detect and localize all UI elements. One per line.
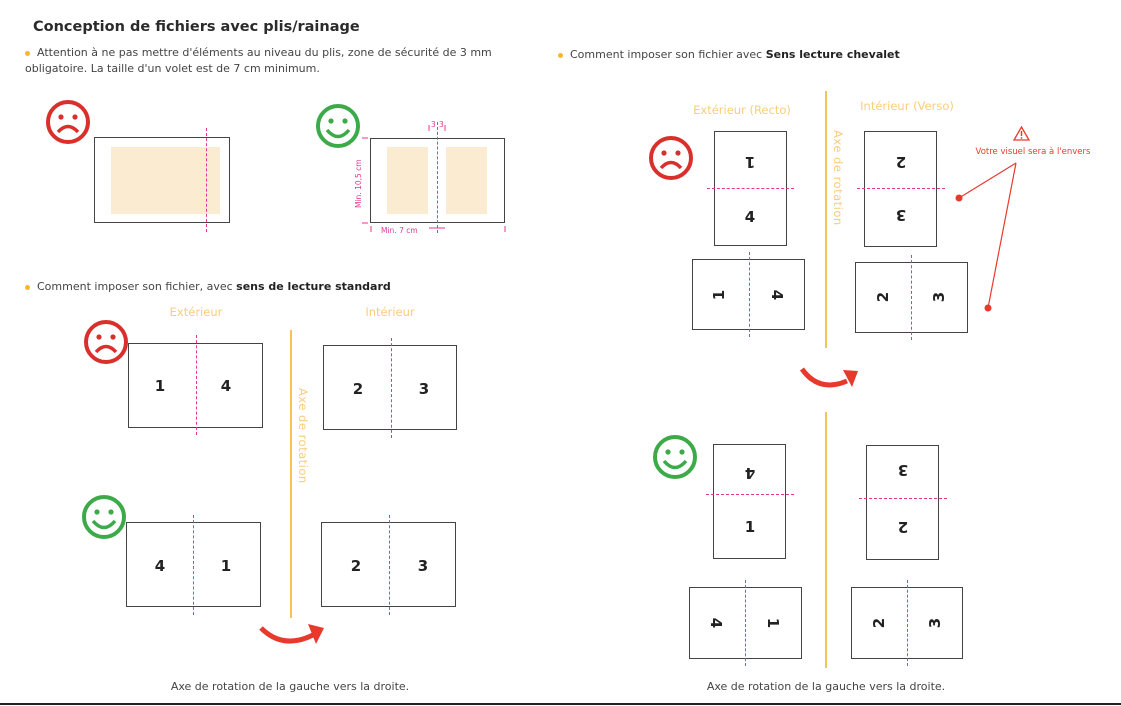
good-interior-card <box>321 522 456 607</box>
fold-line <box>193 515 194 615</box>
bad-recto-wide-card <box>692 259 805 330</box>
page-number: 3 <box>895 206 907 224</box>
bullet-icon <box>25 50 30 56</box>
sad-face-icon <box>46 100 90 144</box>
heading-bold: sens de lecture standard <box>236 280 391 293</box>
fold-line <box>389 515 390 615</box>
fold-line <box>391 338 392 438</box>
page-number: 2 <box>895 153 907 171</box>
page-number: 3 <box>897 461 909 479</box>
standard-caption: Axe de rotation de la gauche vers la dro… <box>170 680 410 693</box>
rotation-axis-label: Axe de rotation <box>296 388 310 484</box>
intro-line-2: obligatoire. La taille d'un volet est de… <box>25 62 320 75</box>
intro-line-1: Attention à ne pas mettre d'éléments au … <box>37 46 492 59</box>
fold-line <box>857 188 945 189</box>
warning-pointer-lines <box>955 162 1017 312</box>
rotation-axis-label: Axe de rotation <box>831 130 845 226</box>
page-number: 2 <box>350 557 362 575</box>
rotation-axis <box>825 412 827 668</box>
exterior-recto-label: Extérieur (Recto) <box>693 103 791 117</box>
bad-interior-card <box>323 345 457 430</box>
min-height-label: Min. 10,5 cm <box>354 159 363 208</box>
dimension-marks <box>362 125 506 232</box>
bottom-divider <box>0 703 1121 705</box>
fold-line <box>707 188 794 189</box>
page-number: 4 <box>154 557 166 575</box>
page-number: 4 <box>744 208 756 226</box>
page-number: 4 <box>744 464 756 482</box>
good-verso-tall-card <box>866 445 939 560</box>
page-number: 4 <box>707 617 725 629</box>
sad-face-icon <box>84 320 128 364</box>
heading-prefix: Comment imposer son fichier, avec <box>37 280 237 293</box>
bad-exterior-card <box>128 343 263 428</box>
rotation-axis <box>290 330 292 618</box>
exterior-label: Extérieur <box>169 305 223 319</box>
fold-line <box>206 128 207 232</box>
fold-line <box>911 255 912 340</box>
page-number: 3 <box>417 557 429 575</box>
sad-face-icon <box>649 136 693 180</box>
page-number: 1 <box>744 153 756 171</box>
chevalet-caption: Axe de rotation de la gauche vers la dro… <box>706 680 946 693</box>
page-number: 2 <box>870 617 888 629</box>
page-number: 1 <box>154 377 166 395</box>
page-number: 3 <box>418 380 430 398</box>
rotation-arrow-icon <box>799 367 858 388</box>
fold-line <box>745 580 746 666</box>
content-area-right <box>446 147 487 214</box>
happy-face-icon <box>316 104 360 148</box>
page-number: 3 <box>930 291 948 303</box>
good-recto-tall-card <box>713 444 786 559</box>
page-number: 1 <box>744 518 756 536</box>
fold-line <box>706 494 794 495</box>
bullet-icon <box>25 284 30 290</box>
content-area-left <box>387 147 428 214</box>
page-number: 2 <box>352 380 364 398</box>
min-width-label: Min. 7 cm <box>381 226 418 235</box>
chevalet-heading: Comment imposer son fichier avec Sens le… <box>558 47 900 63</box>
fold-line <box>196 335 197 435</box>
page-number: 1 <box>764 617 782 629</box>
interior-verso-label: Intérieur (Verso) <box>860 99 954 113</box>
page-number: 3 <box>926 617 944 629</box>
page-number: 2 <box>897 518 909 536</box>
bullet-icon <box>558 52 563 58</box>
safety-margin-right: 3 <box>439 120 444 129</box>
fold-line <box>859 498 947 499</box>
page-number: 1 <box>220 557 232 575</box>
page-number: 2 <box>874 291 892 303</box>
bad-verso-tall-card <box>864 131 937 247</box>
safety-margin-left: 3 <box>431 120 436 129</box>
interior-label: Intérieur <box>365 305 415 319</box>
fold-line <box>749 252 750 337</box>
warning-icon <box>1012 125 1031 141</box>
intro-text: Attention à ne pas mettre d'éléments au … <box>25 45 492 77</box>
standard-heading: Comment imposer son fichier, avec sens d… <box>25 279 391 295</box>
page-number: 4 <box>220 377 232 395</box>
page-number: 4 <box>768 289 786 301</box>
rotation-axis <box>825 91 827 348</box>
warning-text: Votre visuel sera à l'envers <box>975 147 1091 157</box>
rotation-arrow-icon <box>259 624 324 644</box>
heading-prefix: Comment imposer son fichier avec <box>570 48 766 61</box>
happy-face-icon <box>82 495 126 539</box>
page-number: 1 <box>710 289 728 301</box>
page-title: Conception de fichiers avec plis/rainage <box>33 19 360 35</box>
happy-face-icon <box>653 435 697 479</box>
fold-line <box>907 580 908 666</box>
heading-bold: Sens lecture chevalet <box>765 48 900 61</box>
content-area <box>111 147 220 214</box>
fold-line <box>437 122 438 233</box>
